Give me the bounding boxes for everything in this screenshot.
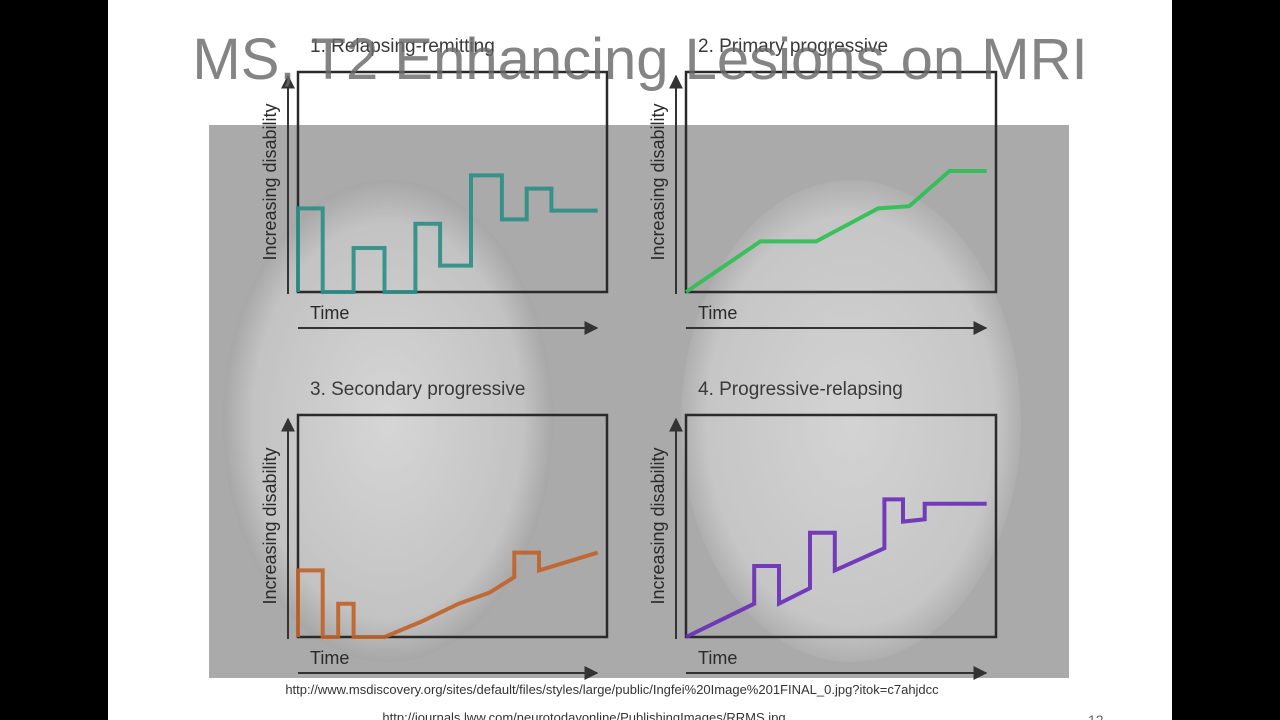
chart-2-frame — [684, 70, 998, 294]
chart-1-ylabel: Increasing disability — [260, 103, 280, 260]
source-url-2: http://journals.lww.com/neurotodayonline… — [382, 710, 786, 720]
mri-scan-t1 — [681, 180, 1021, 662]
chart-4-title: 4. Progressive-relapsing — [698, 379, 903, 400]
chart-1-xlabel: Time — [310, 303, 349, 323]
source-url-1: http://www.msdiscovery.org/sites/default… — [285, 682, 939, 697]
chart-3-title: 3. Secondary progressive — [310, 379, 525, 400]
chart-4-frame — [684, 413, 998, 639]
chart-overlay-background — [108, 0, 1172, 720]
page-number: 12 — [1088, 712, 1104, 720]
chart-3-series-line — [296, 550, 599, 639]
chart-4-ylabel: Increasing disability — [648, 447, 668, 604]
chart-4-xlabel: Time — [698, 648, 737, 668]
chart-1-series-line — [296, 173, 598, 294]
chart-3-ylabel: Increasing disability — [260, 447, 280, 604]
slide-title: MS, T2 Enhancing Lesions on MRI — [192, 27, 1088, 92]
chart-2-xlabel: Time — [698, 303, 737, 323]
chart-2-series-line — [684, 169, 987, 294]
chart-3-xlabel: Time — [310, 648, 349, 668]
chart-2-title: 2. Primary progressive — [698, 36, 888, 57]
chart-1-frame — [296, 70, 609, 294]
mri-scan-flair — [223, 180, 553, 662]
chart-3-frame — [296, 413, 609, 639]
chart-4-series-line — [685, 497, 987, 639]
mri-image — [209, 125, 1069, 678]
chart-2-ylabel: Increasing disability — [648, 103, 668, 260]
chart-1-title: 1. Relapsing-remitting — [310, 36, 495, 57]
